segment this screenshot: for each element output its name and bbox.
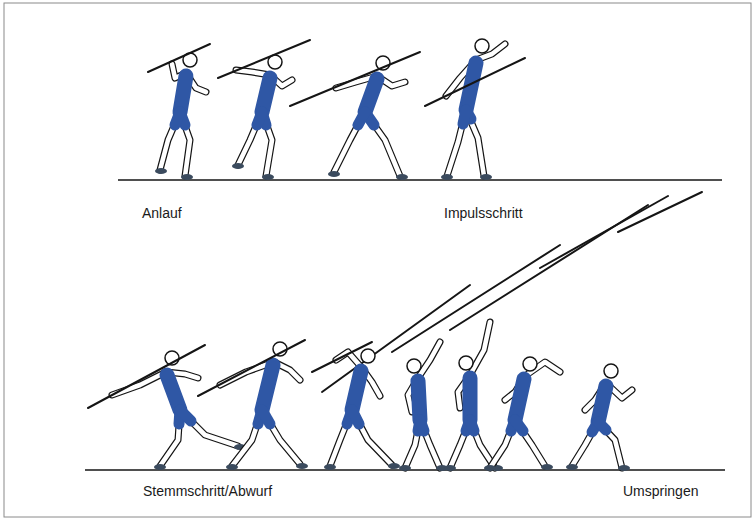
stage-label: Umspringen [623,483,698,500]
javelin-flight [322,192,702,392]
athlete-figure [218,40,310,180]
frame [4,3,751,517]
athlete-figure [566,364,632,471]
ground-line [118,179,722,181]
stage-label: Impulsschritt [444,205,523,222]
athlete-figure [148,44,210,180]
stage-label: Stemmschritt/Abwurf [143,483,272,500]
athlete-figure [198,340,308,470]
stage-label: Anlauf [142,205,182,222]
athlete-figure [425,39,525,180]
athlete-figure [399,342,448,471]
athlete-figure [484,357,560,471]
athlete-figure [88,345,246,470]
athlete-figure [444,322,503,471]
athlete-figure [290,52,420,180]
athlete-figure [312,342,400,470]
